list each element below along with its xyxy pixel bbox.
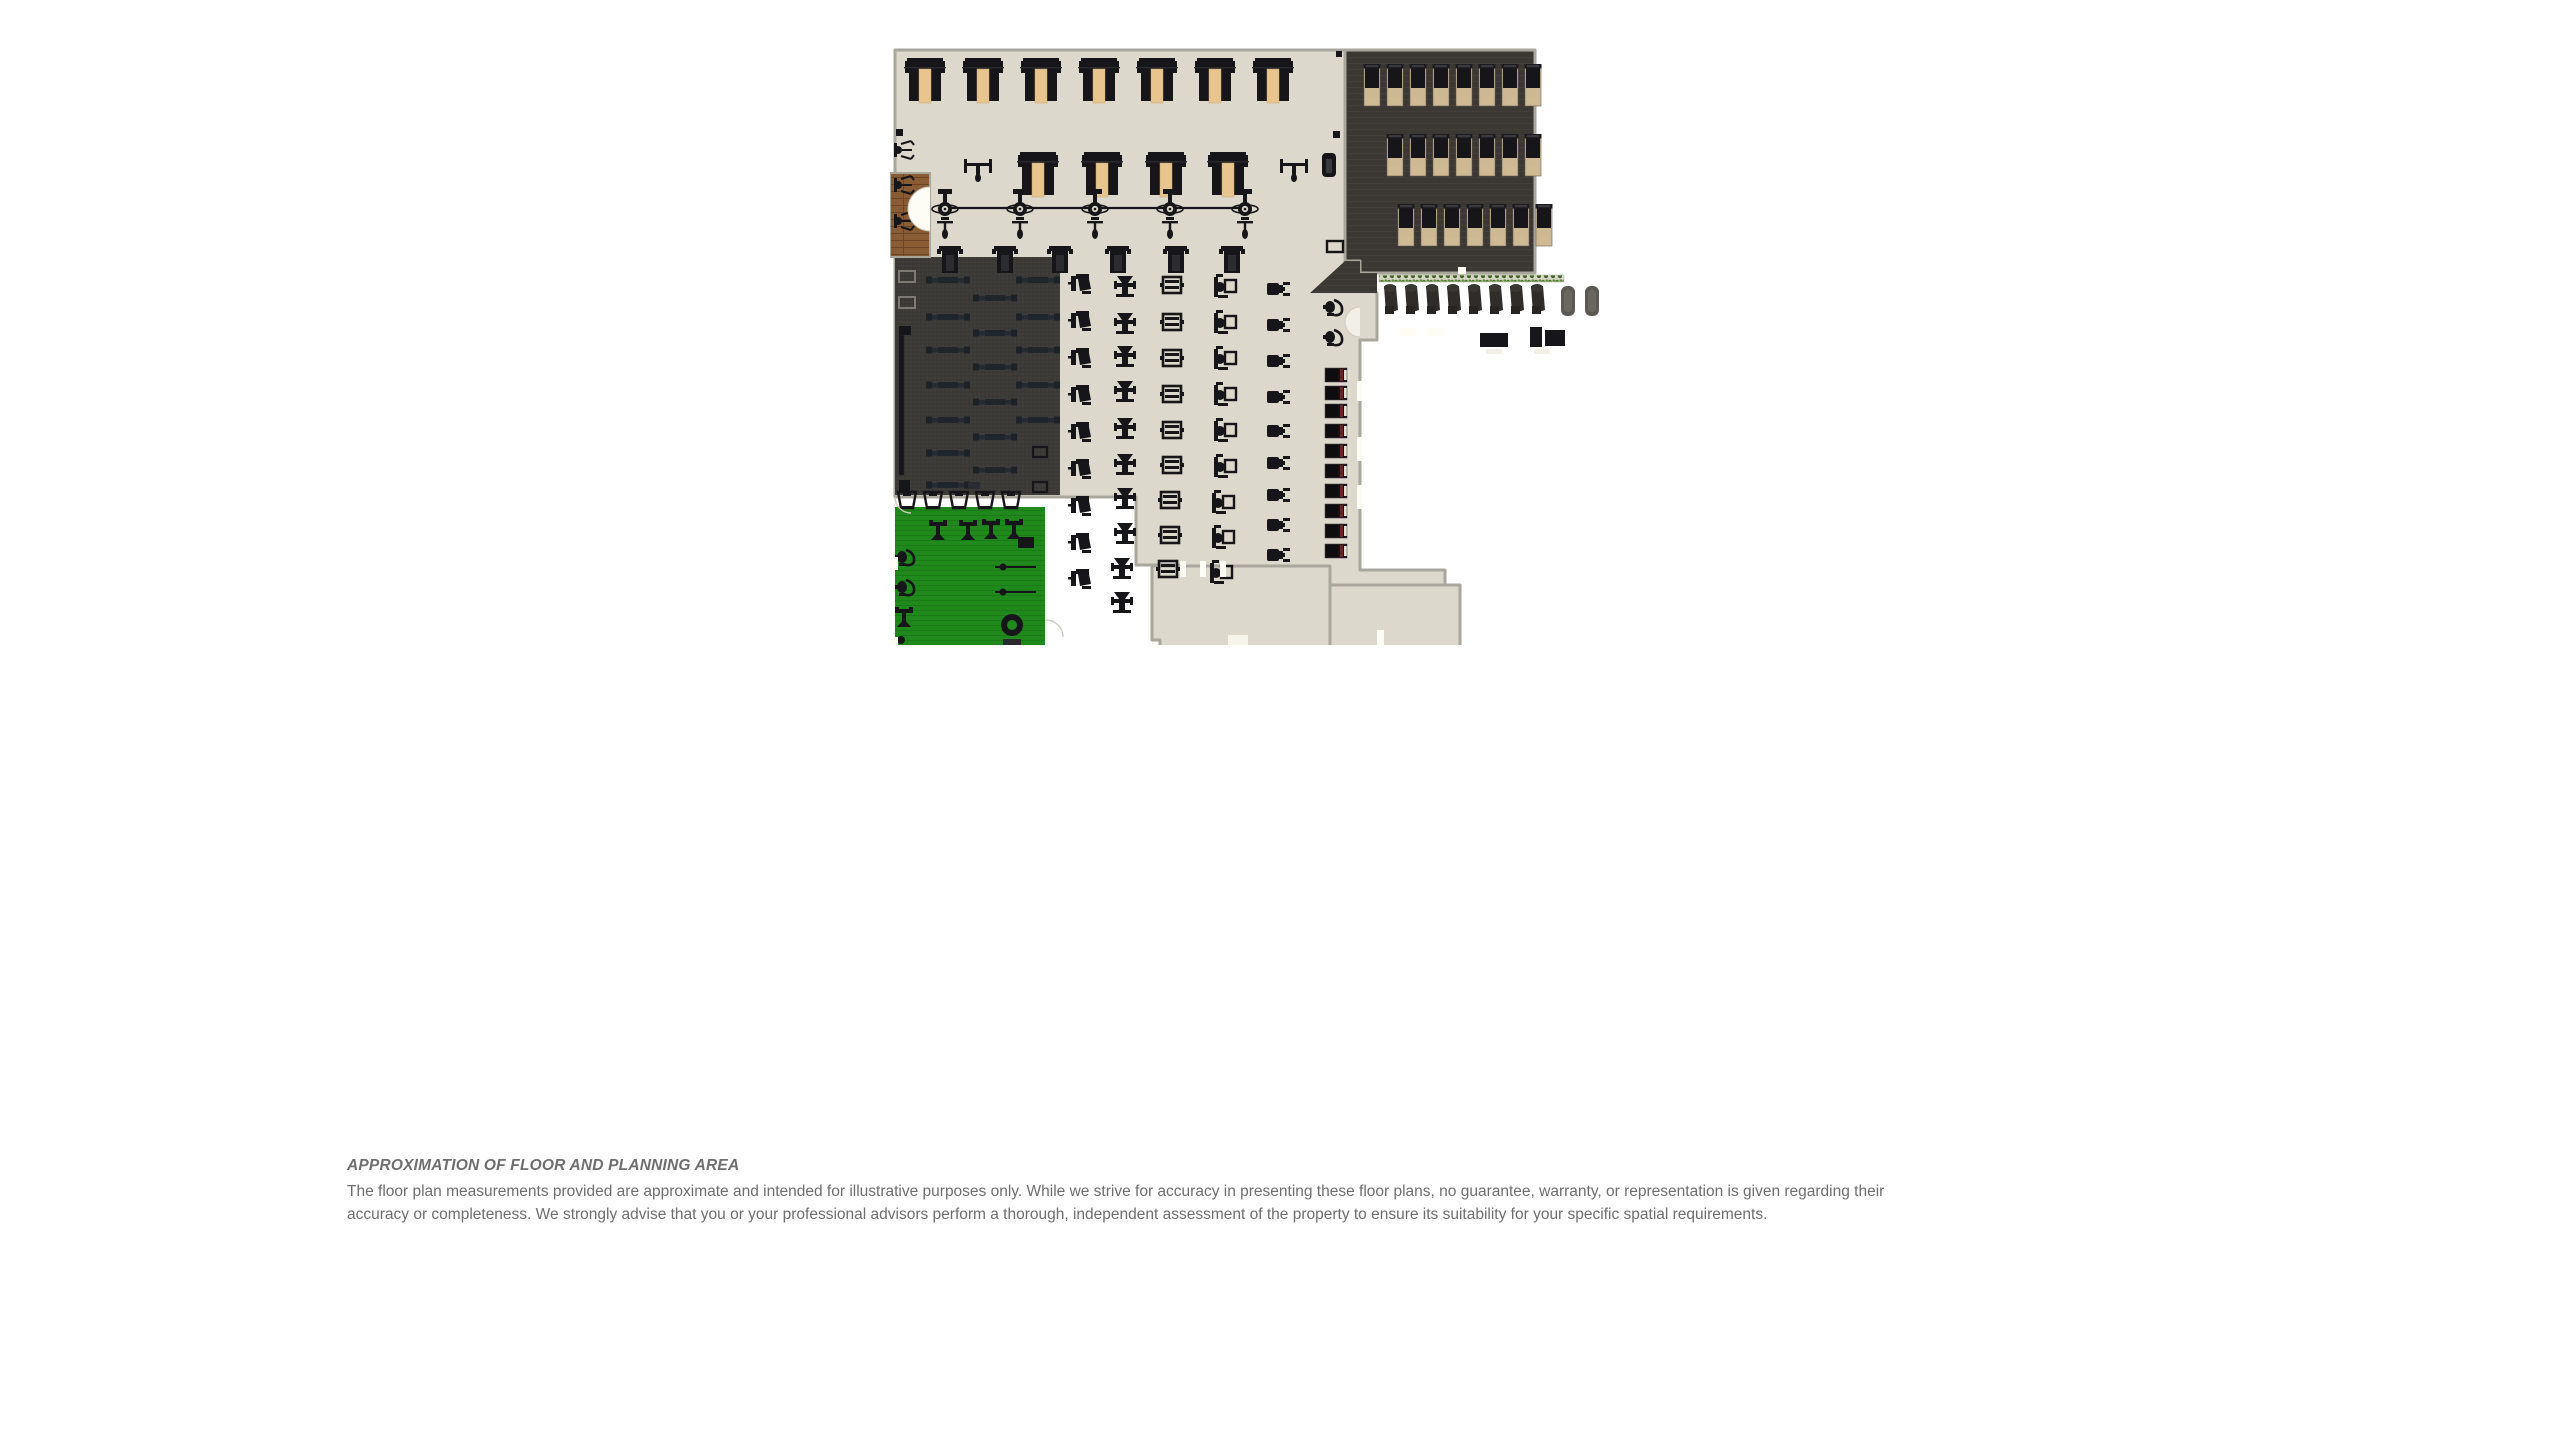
disclaimer-block: APPROXIMATION OF FLOOR AND PLANNING AREA…	[347, 1157, 1947, 1227]
back-room-left-slab	[1150, 564, 1332, 645]
turf-left-wall-equipment	[893, 548, 916, 644]
disclaimer-body: The floor plan measurements provided are…	[347, 1183, 1885, 1223]
side-rack-right	[1325, 239, 1345, 254]
door-turf-exit[interactable]	[1045, 619, 1064, 638]
free-weight-zone-slab	[895, 257, 1060, 495]
side-station-right	[1322, 153, 1336, 177]
training-tire	[1001, 614, 1023, 645]
reception-desk-cluster	[1480, 327, 1565, 354]
disclaimer-title: APPROXIMATION OF FLOOR AND PLANNING AREA	[347, 1157, 740, 1174]
door-free-weight-exit[interactable]	[894, 496, 912, 514]
doors-and-openings[interactable]	[890, 186, 1384, 645]
machine-column-1	[1068, 274, 1091, 589]
cardio-zone-equipment	[1363, 63, 1599, 354]
back-room-right-slab	[1328, 583, 1462, 645]
recumbent-bike-row	[1384, 284, 1545, 314]
free-weight-zone-equipment	[898, 270, 1060, 494]
turf-zone-equipment	[893, 490, 1036, 645]
treadmill-row-2	[1386, 133, 1542, 177]
battle-rope-anchors	[995, 537, 1036, 596]
planter-divider	[1378, 274, 1565, 283]
floor-plan-drawing	[890, 48, 1599, 645]
cable-crossover-zone-equipment	[931, 188, 1259, 273]
corridor-openings[interactable]	[890, 381, 1384, 645]
squat-rack-zone-equipment	[893, 51, 1345, 254]
door-main-right[interactable]	[1344, 306, 1361, 338]
entry-door-wood[interactable]	[907, 186, 931, 232]
cardio-zone-doors[interactable]	[1399, 267, 1466, 336]
plyo-box-row	[896, 490, 1022, 511]
treadmill-row-3	[1397, 203, 1553, 247]
mirror-wall	[898, 334, 905, 476]
floor-plan-container	[890, 45, 1690, 645]
cardio-zone-notch	[1310, 261, 1377, 293]
elliptical-pair	[1561, 286, 1599, 316]
wall-grid-panels	[896, 51, 1342, 138]
free-weight-benches	[898, 270, 1049, 494]
